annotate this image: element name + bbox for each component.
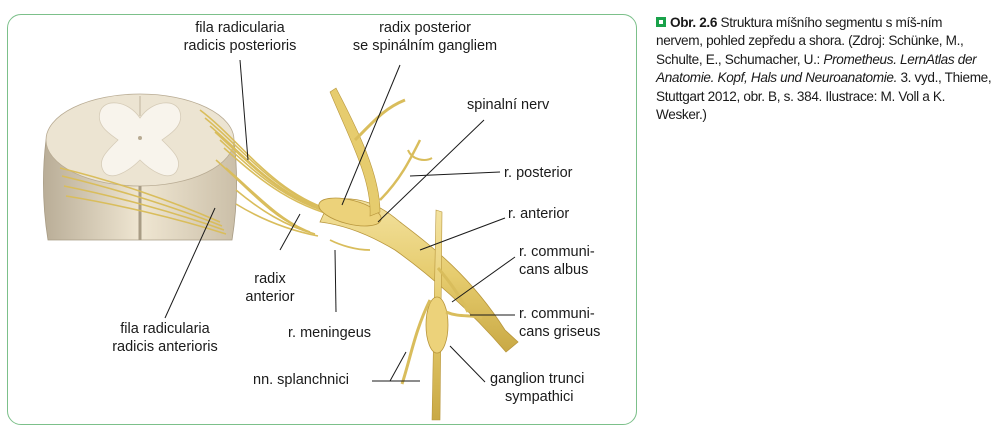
label-fila-anterior-2: radicis anterioris bbox=[112, 339, 218, 355]
label-fila-posterior-1: fila radicularia bbox=[195, 20, 285, 36]
label-r-anterior: r. anterior bbox=[508, 206, 570, 222]
spinal-nerve bbox=[318, 87, 519, 421]
caption-source-title: Prometheus. LernAtlas der Anatomie. Kopf… bbox=[656, 51, 977, 86]
label-comm-albus-2: cans albus bbox=[519, 262, 589, 278]
label-comm-griseus-2: cans griseus bbox=[519, 324, 601, 340]
label-fila-posterior-2: radicis posterioris bbox=[183, 38, 297, 54]
label-nn-splanchnici: nn. splanchnici bbox=[253, 372, 349, 388]
label-radix-anterior-2: anterior bbox=[245, 289, 295, 305]
spinal-cord bbox=[43, 93, 237, 241]
bullet-icon bbox=[656, 17, 666, 27]
figure-number: Obr. 2.6 bbox=[670, 15, 718, 30]
label-ganglion-1: ganglion trunci bbox=[490, 371, 585, 387]
caption-text-1: Struktura míšního segmentu s míš-ním ner… bbox=[656, 15, 964, 67]
label-r-posterior: r. posterior bbox=[504, 165, 573, 181]
nerve-filaments bbox=[59, 109, 353, 237]
label-r-meningeus: r. meningeus bbox=[288, 325, 372, 341]
figure-caption: Obr. 2.6 Struktura míšního segmentu s mí… bbox=[656, 14, 992, 124]
label-radix-posterior-2: se spinálním gangliem bbox=[352, 38, 498, 54]
label-ganglion-2: sympathici bbox=[505, 389, 574, 405]
caption-text-2: 3. vyd., Thieme, Stuttgart 2012, obr. B,… bbox=[656, 70, 992, 123]
label-radix-anterior-1: radix bbox=[254, 271, 286, 287]
label-radix-posterior-1: radix posterior bbox=[379, 20, 471, 36]
label-comm-griseus-1: r. communi- bbox=[519, 306, 595, 322]
label-comm-albus-1: r. communi- bbox=[519, 244, 595, 260]
label-spinalni-nerv: spinalní nerv bbox=[467, 97, 550, 113]
label-fila-anterior-1: fila radicularia bbox=[120, 321, 210, 337]
leader-lines bbox=[164, 59, 516, 383]
